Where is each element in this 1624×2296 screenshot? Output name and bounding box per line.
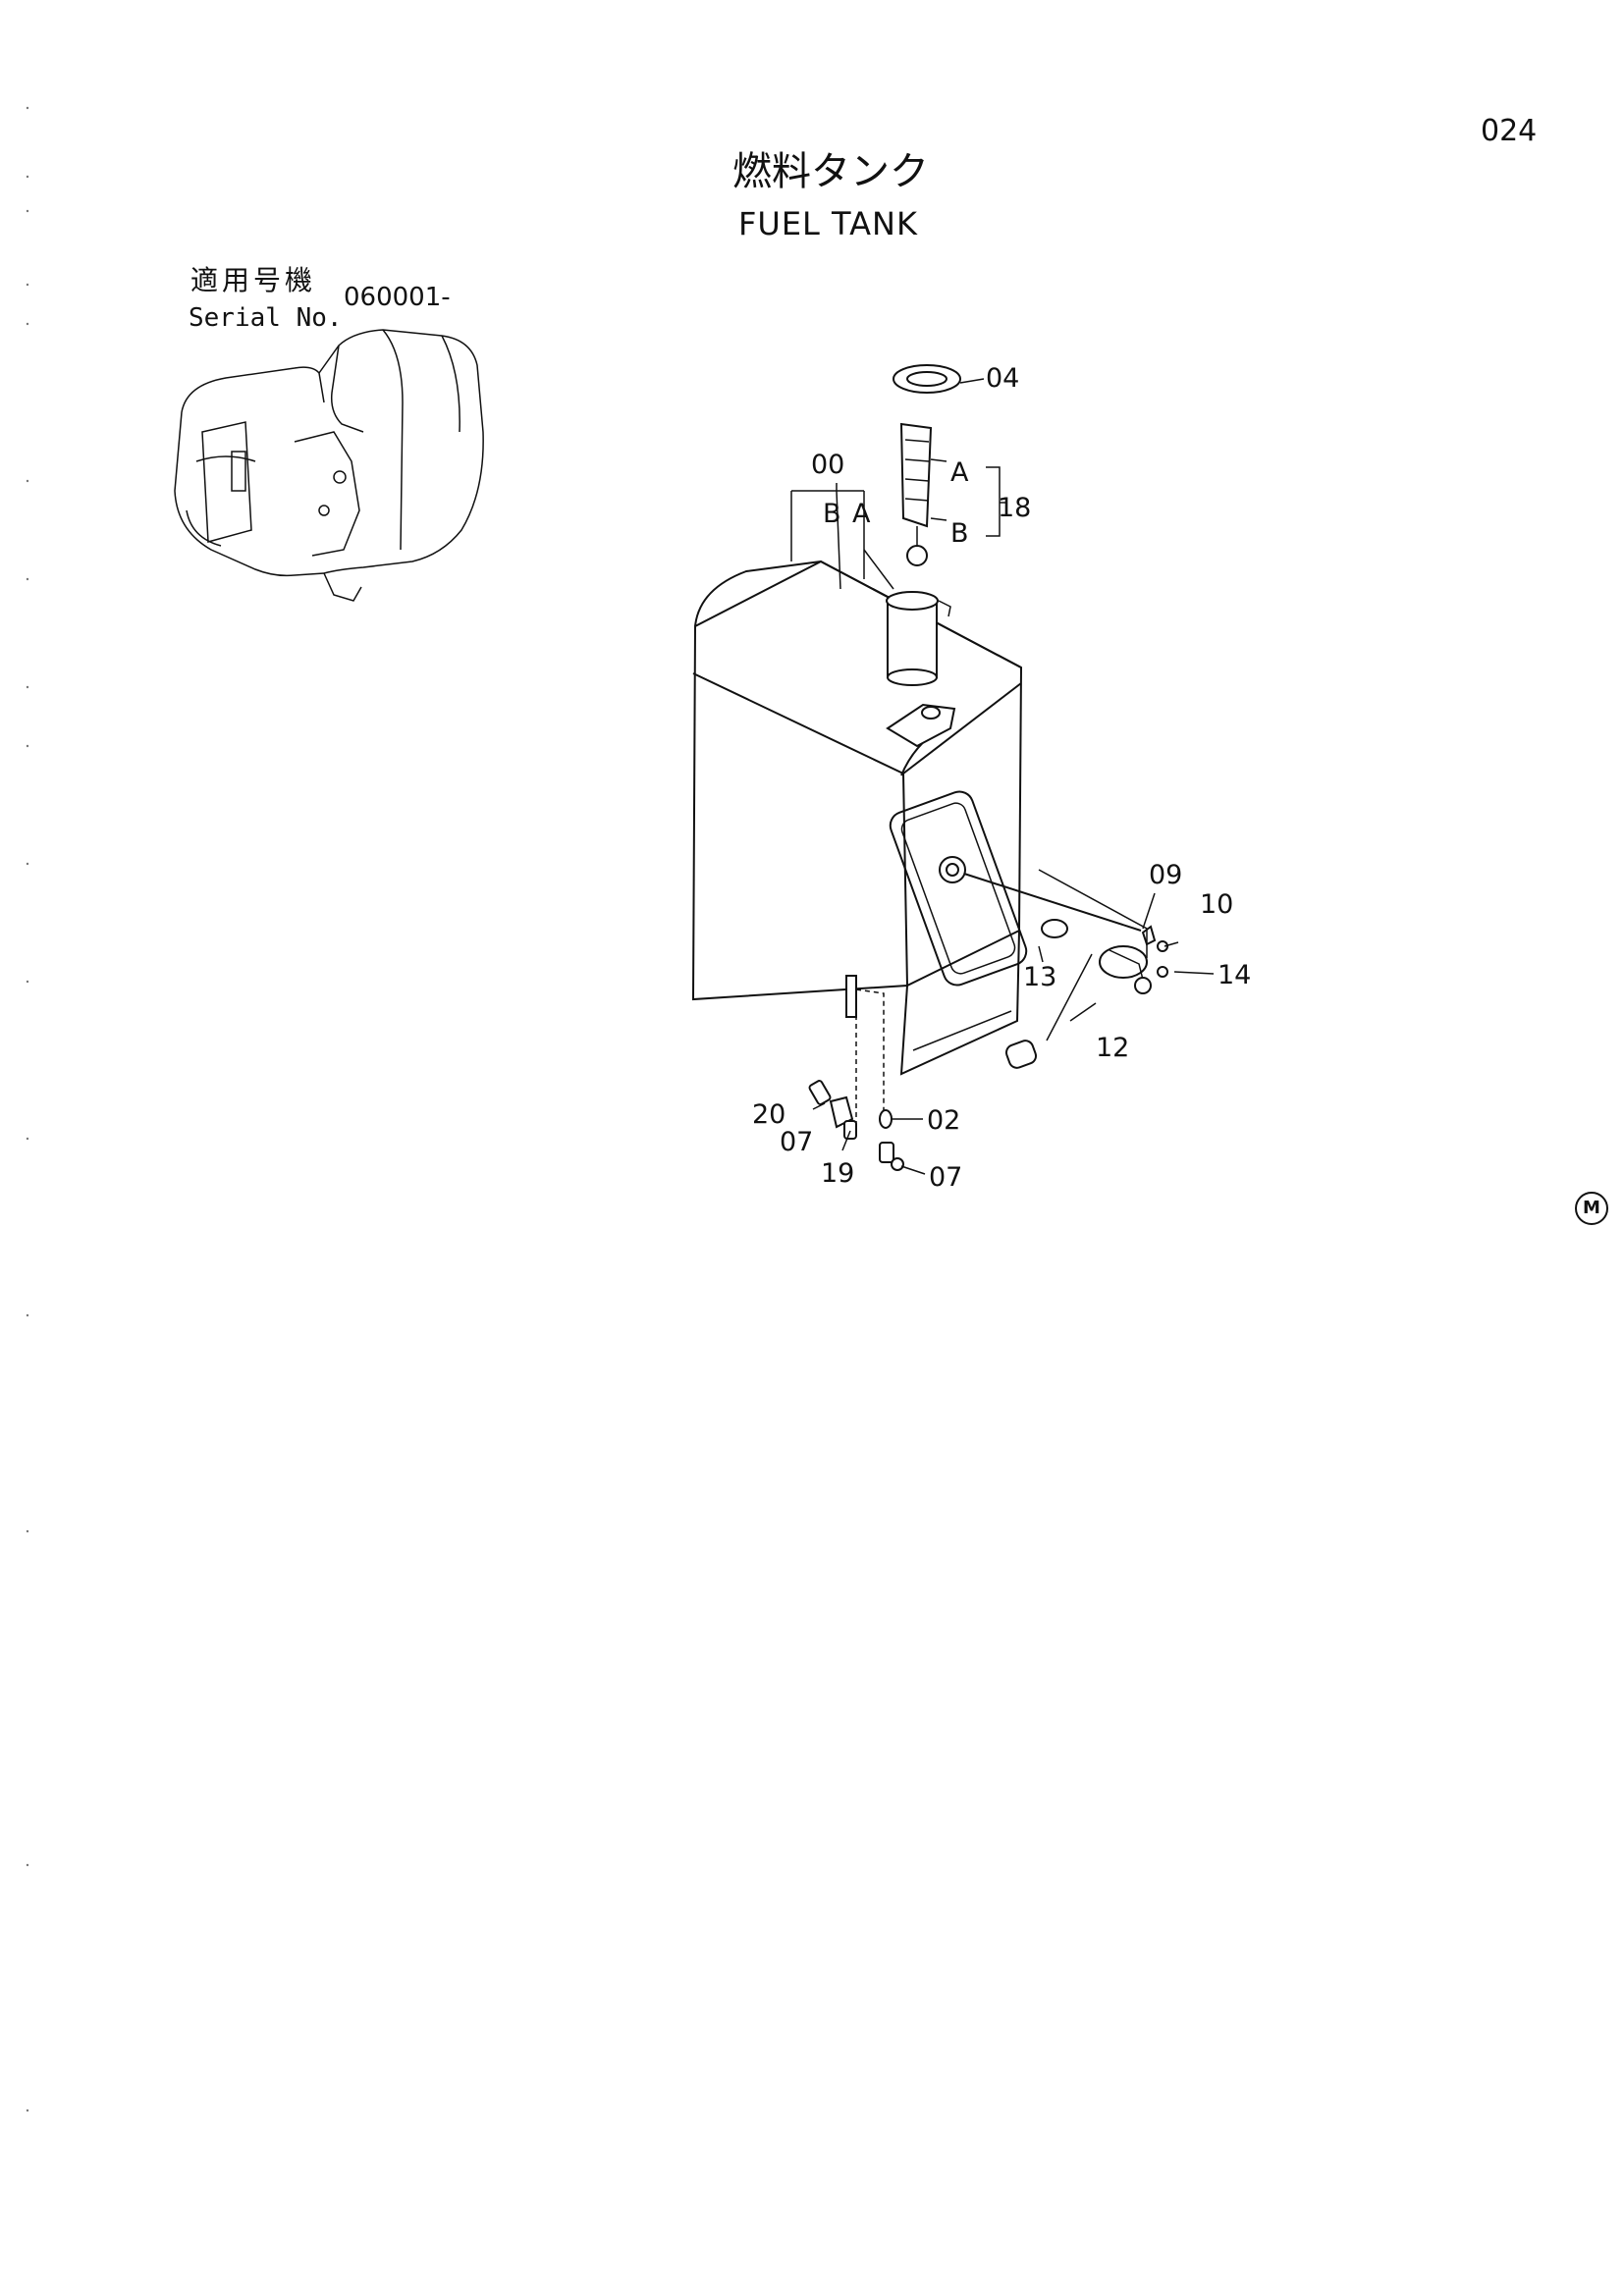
serial-number-value: 060001- [344, 283, 451, 312]
fuel-tank-body [691, 560, 1028, 1076]
maker-mark-circle: M [1575, 1192, 1608, 1225]
filler-neck [886, 591, 951, 686]
callout-b-right: B [950, 518, 969, 549]
callout-a-left: A [852, 499, 871, 529]
scan-specks [26, 106, 29, 2112]
callout-04: 04 [986, 363, 1019, 394]
callout-07-right: 07 [929, 1162, 962, 1193]
callout-18: 18 [998, 493, 1031, 523]
page-number: 024 [1481, 114, 1538, 148]
fuel-sender-assembly [939, 856, 1168, 1069]
machine-location-thumbnail [174, 329, 484, 602]
fuel-gauge-mount [886, 703, 956, 748]
callout-00: 00 [811, 450, 844, 480]
callout-10: 10 [1200, 889, 1233, 920]
page-title-english: FUEL TANK [738, 205, 918, 242]
leader-lines [790, 378, 1215, 1175]
drain-parts [808, 975, 904, 1171]
page-title-japanese: 燃料タンク [732, 149, 929, 194]
callout-12: 12 [1096, 1033, 1129, 1063]
callout-a-right: A [950, 457, 969, 488]
callout-b-left: B [823, 499, 841, 529]
serial-label-english: Serial No. [189, 303, 343, 333]
callout-labels: 04 00 B A A B 18 09 10 13 14 12 20 07 02… [752, 363, 1251, 1193]
callout-20: 20 [752, 1099, 785, 1130]
callout-02: 02 [927, 1105, 960, 1136]
callout-13: 13 [1023, 962, 1056, 992]
strainer-assembly [893, 364, 961, 566]
callout-19: 19 [821, 1158, 854, 1189]
callout-09: 09 [1149, 860, 1182, 890]
serial-label-japanese: 適用号機 [190, 264, 317, 296]
callout-14: 14 [1218, 960, 1251, 990]
callout-07-left: 07 [780, 1127, 813, 1157]
